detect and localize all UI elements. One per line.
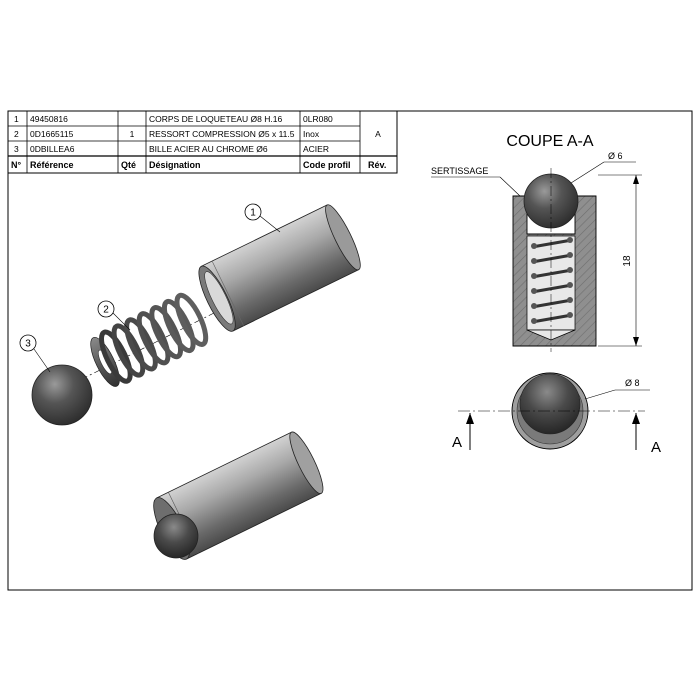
body-diameter-label: Ø 8 [625,378,640,388]
bom-row-2-code: Inox [303,129,320,139]
bom-row-2-designation: RESSORT COMPRESSION Ø5 x 11.5 [149,129,295,139]
bom-rev: A [375,129,381,139]
cut-marker-right: A [632,413,661,456]
bom-row-3-no: 3 [14,144,19,154]
exploded-view: 1 2 3 [19,203,361,426]
sheet-border [7,110,693,591]
ball-diameter-label: Ø 6 [608,151,623,161]
height-dimension: 18 [622,255,633,267]
bom-header-rev: Rév. [368,160,386,170]
bom-header-ref: Référence [30,160,74,170]
bom-row-3-code: ACIER [303,144,329,154]
front-view: Ø 8 A A [452,372,661,456]
bom-header-no: N° [11,160,21,170]
bom-header-designation: Désignation [149,160,201,170]
bom-table: 1 49450816 CORPS DE LOQUETEAU Ø8 H.16 0L… [7,110,398,174]
body-part-1 [198,204,361,332]
bom-header-code: Code profil [303,160,351,170]
svg-text:2: 2 [103,305,109,316]
bom-row-2-no: 2 [14,129,19,139]
bom-row-1-ref: 49450816 [30,114,68,124]
section-view: COUPE A-A SERTISSAGE [431,133,642,352]
svg-text:A: A [452,434,462,451]
bom-row-1-designation: CORPS DE LOQUETEAU Ø8 H.16 [149,114,282,124]
bom-row-1-code: 0LR080 [303,114,333,124]
bom-row-1-no: 1 [14,114,19,124]
balloon-2: 2 [97,300,131,331]
bom-row-3-designation: BILLE ACIER AU CHROME Ø6 [149,144,268,154]
ball-part-3 [31,364,93,426]
balloon-1: 1 [244,203,281,233]
assembled-view [153,431,324,560]
svg-text:3: 3 [25,339,31,350]
bom-header-qty: Qté [121,160,136,170]
section-spring [531,237,573,324]
cut-marker-left: A [452,413,474,451]
section-title: COUPE A-A [506,133,593,150]
crimp-label: SERTISSAGE [431,166,488,176]
spring-part-2 [90,292,209,387]
bom-qty: 1 [130,129,135,139]
svg-text:1: 1 [250,208,256,219]
balloon-3: 3 [19,334,51,373]
bom-row-2-ref: 0D1665115 [30,129,74,139]
svg-text:A: A [651,439,661,456]
bom-row-3-ref: 0DBILLEA6 [30,144,75,154]
